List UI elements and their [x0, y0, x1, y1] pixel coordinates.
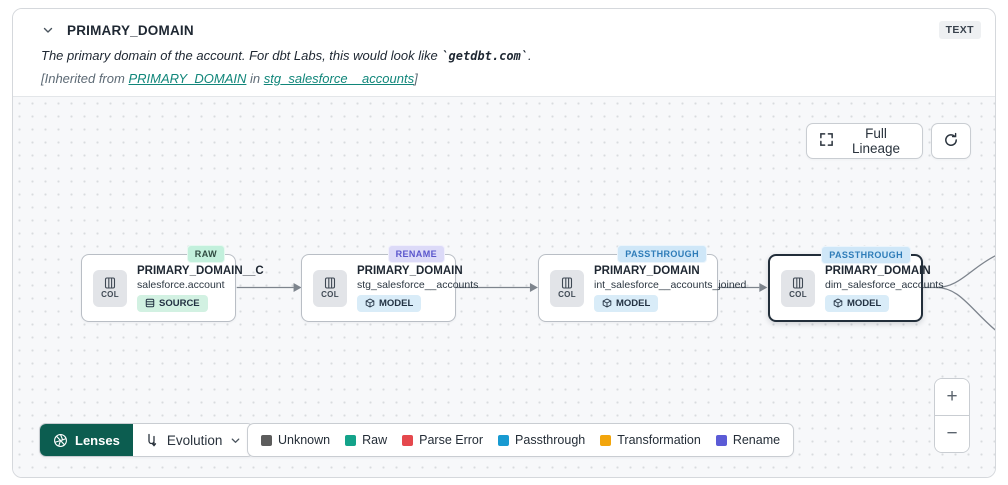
node-model-name: int_salesforce__accounts_joined — [594, 278, 747, 291]
lineage-node-int[interactable]: PASSTHROUGH COL PRIMARY_DOMAIN int_sales… — [538, 245, 746, 322]
refresh-button[interactable] — [931, 123, 971, 159]
column-type-badge: TEXT — [938, 21, 981, 39]
evolution-tag: PASSTHROUGH — [821, 246, 911, 264]
resource-type-badge: MODEL — [357, 294, 422, 312]
legend-swatch — [402, 434, 414, 446]
lineage-edges — [236, 255, 995, 331]
inherited-column-link[interactable]: PRIMARY_DOMAIN — [128, 71, 247, 86]
legend-item: Rename — [715, 433, 780, 447]
evolution-tag: PASSTHROUGH — [617, 245, 707, 263]
legend-swatch — [345, 434, 357, 446]
chevron-down-icon — [232, 437, 240, 443]
columns-icon — [561, 277, 573, 289]
column-title: PRIMARY_DOMAIN — [67, 22, 194, 38]
inline-code: `getdbt.com` — [441, 49, 529, 63]
legend-item: Parse Error — [402, 433, 483, 447]
columns-icon — [792, 277, 804, 289]
column-description: The primary domain of the account. For d… — [41, 48, 532, 63]
lineage-node-source[interactable]: RAW COL PRIMARY_DOMAIN__C salesforce.acc… — [81, 245, 264, 322]
zoom-in-button[interactable]: + — [935, 379, 969, 416]
legend-item: Transformation — [600, 433, 701, 447]
legend-swatch — [261, 434, 272, 446]
node-column-name: PRIMARY_DOMAIN — [594, 264, 700, 277]
legend-item: Raw — [345, 433, 387, 447]
node-column-name: PRIMARY_DOMAIN__C — [137, 264, 264, 277]
columns-icon — [104, 277, 116, 289]
evolution-tag: RENAME — [387, 245, 445, 263]
fullscreen-icon — [819, 132, 834, 150]
aperture-icon — [54, 433, 67, 447]
full-lineage-label: Full Lineage — [851, 126, 901, 156]
column-chip: COL — [781, 269, 815, 307]
node-model-name: dim_salesforce_accounts — [825, 278, 944, 291]
lenses-button[interactable]: Lenses — [40, 424, 133, 456]
resource-type-badge: SOURCE — [137, 294, 208, 312]
legend-item: Passthrough — [498, 433, 585, 447]
legend-swatch — [498, 434, 510, 446]
lineage-node-dim-selected[interactable]: PASSTHROUGH COL PRIMARY_DOMAIN dim_sales… — [768, 246, 943, 322]
route-icon — [148, 433, 156, 447]
evolution-tag: RAW — [186, 245, 225, 263]
refresh-icon — [943, 132, 959, 151]
inherited-model-link[interactable]: stg_salesforce__accounts — [263, 71, 415, 86]
node-column-name: PRIMARY_DOMAIN — [825, 264, 931, 277]
zoom-out-button[interactable]: − — [935, 416, 969, 452]
full-lineage-button[interactable]: Full Lineage — [806, 123, 923, 159]
column-chip: COL — [313, 269, 347, 307]
lens-selector[interactable]: Evolution — [132, 424, 254, 456]
model-icon — [833, 298, 843, 308]
column-chip: COL — [93, 269, 127, 307]
column-chip: COL — [550, 269, 584, 307]
column-lineage-panel: PRIMARY_DOMAIN TEXT The primary domain o… — [12, 8, 996, 478]
node-model-name: salesforce.account — [137, 278, 225, 291]
collapse-chevron-icon[interactable] — [39, 21, 57, 39]
column-header: PRIMARY_DOMAIN TEXT The primary domain o… — [13, 9, 995, 96]
source-icon — [145, 298, 155, 308]
resource-type-badge: MODEL — [594, 294, 659, 312]
legend-swatch — [715, 434, 727, 446]
lineage-canvas[interactable]: Full Lineage RAW COL PRIMARY_DOMAIN__C s… — [13, 96, 995, 477]
lenses-label: Lenses — [75, 432, 120, 448]
legend-swatch — [600, 434, 612, 446]
resource-type-badge: MODEL — [825, 294, 890, 312]
node-column-name: PRIMARY_DOMAIN — [357, 264, 463, 277]
zoom-controls: + − — [934, 378, 970, 453]
inherited-from-line: [Inherited from PRIMARY_DOMAIN in stg_sa… — [41, 71, 418, 86]
lens-selected-value: Evolution — [166, 432, 223, 448]
legend-item: Unknown — [261, 433, 330, 447]
lenses-control: Lenses Evolution — [39, 423, 255, 457]
model-icon — [602, 298, 612, 308]
lineage-node-stg[interactable]: RENAME COL PRIMARY_DOMAIN stg_salesforce… — [301, 245, 478, 322]
node-model-name: stg_salesforce__accounts — [357, 278, 479, 291]
columns-icon — [324, 277, 336, 289]
model-icon — [365, 298, 375, 308]
evolution-legend: Unknown Raw Parse Error Passthrough Tran… — [247, 423, 795, 457]
